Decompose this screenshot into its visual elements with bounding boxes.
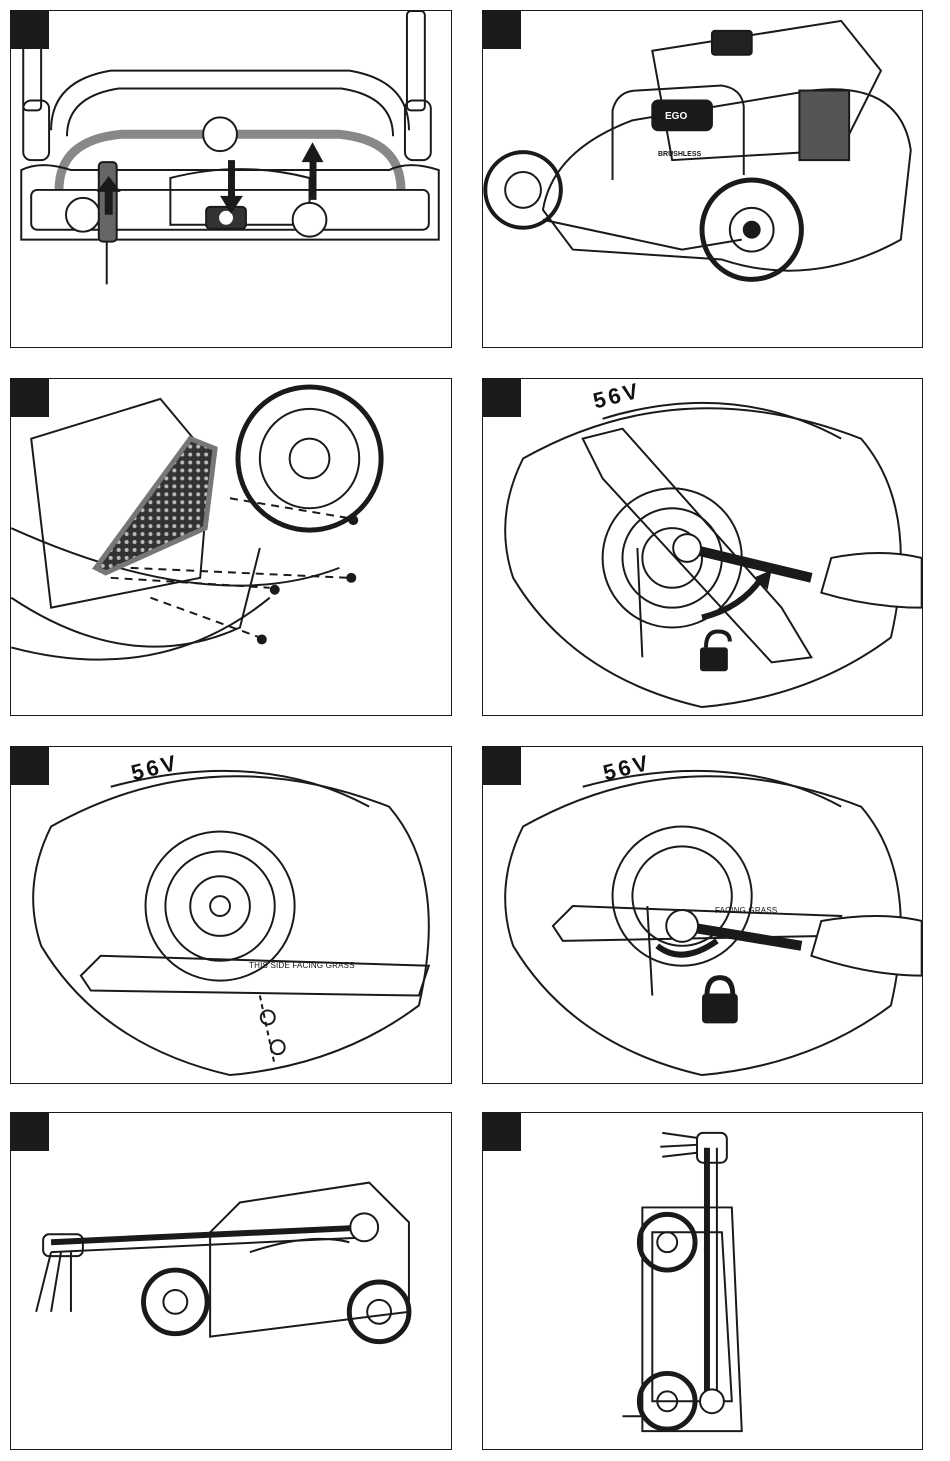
step-badge-5 (11, 747, 49, 785)
step-badge-1 (11, 11, 49, 49)
panel-8-upright-storage (482, 1112, 923, 1450)
step-badge-8 (483, 1113, 521, 1151)
panel-4-blade-unlock: 56V (482, 378, 923, 716)
padlock-open-icon (700, 631, 730, 671)
padlock-closed-icon (702, 978, 738, 1024)
blade-text-label: THIS SIDE FACING GRASS (249, 961, 355, 970)
step-badge-4 (483, 379, 521, 417)
blade-lock-illustration (483, 747, 922, 1083)
panel-2-mower-front: EGO BRUSHLESS (482, 10, 923, 348)
brand-label: EGO (665, 111, 687, 122)
panel-5-blade-install: 56V THIS SIDE FACING GRASS (10, 746, 452, 1084)
folded-mower-illustration (11, 1113, 451, 1449)
upright-mower-illustration (483, 1113, 922, 1449)
mower-illustration (483, 11, 922, 347)
step-badge-7 (11, 1113, 49, 1151)
motor-label: BRUSHLESS (658, 151, 701, 158)
blade-unlock-illustration (483, 379, 922, 715)
handle-illustration (11, 11, 451, 347)
step-badge-2 (483, 11, 521, 49)
panel-1-handle-controls (10, 10, 452, 348)
step-badge-3 (11, 379, 49, 417)
panel-3-side-cover (10, 378, 452, 716)
blade-text-label: FACING GRASS (715, 906, 777, 915)
blade-install-illustration (11, 747, 451, 1083)
step-badge-6 (483, 747, 521, 785)
panel-6-blade-lock: 56V FACING GRASS (482, 746, 923, 1084)
panel-7-folded-side (10, 1112, 452, 1450)
cover-removal-illustration (11, 379, 451, 715)
